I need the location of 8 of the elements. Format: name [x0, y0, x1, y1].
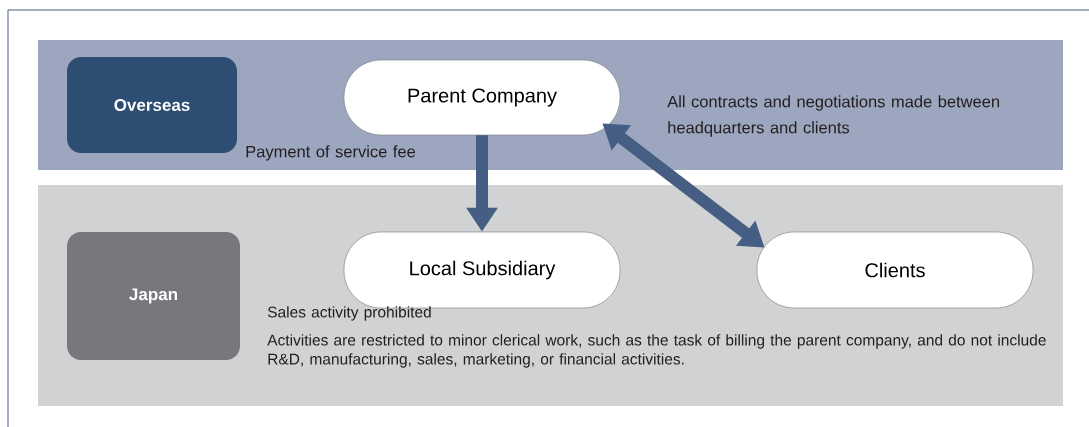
note-text: Sales activity prohibited — [267, 306, 431, 321]
rounded-box: Clients — [756, 231, 1034, 309]
note-text: Activities are restricted to minor clerical work, such as the task of billing the parent company, and do not include R&D, manufacturing, sales, marketing, or financial activities. — [267, 334, 1046, 368]
edge-label: Payment of service fee — [246, 145, 415, 161]
edge-label: All contracts and negotiations made between headquarters and clients — [667, 95, 999, 137]
rounded-box: Parent Company — [343, 59, 621, 136]
region-label-box: Overseas — [67, 57, 237, 153]
region-label-box: Japan — [67, 232, 240, 360]
